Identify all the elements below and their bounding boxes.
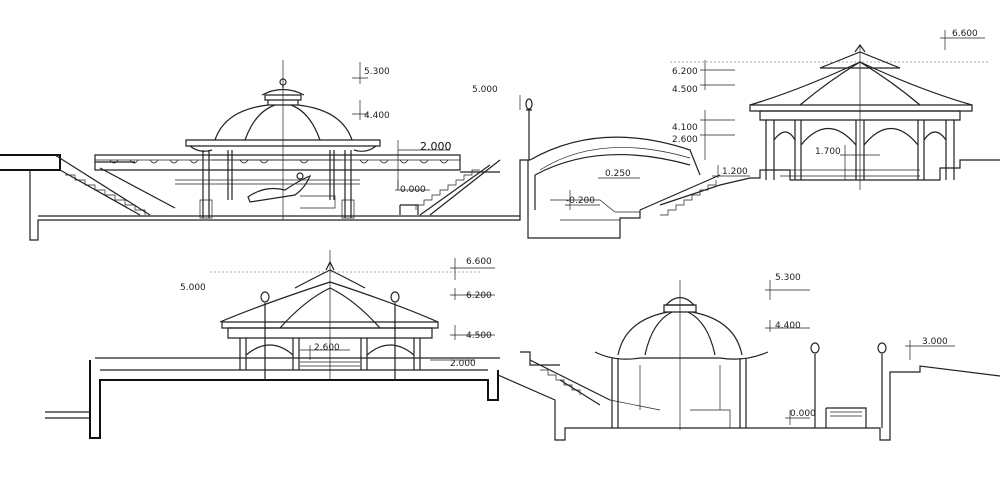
bottom-level-4500: 4.500 [466,331,492,341]
top-level-2600: 2.600 [672,135,698,145]
top-level-1200: 1.200 [722,167,748,177]
bottom-stairs [529,359,661,411]
bottom-level-0000: 0.000 [790,409,816,419]
top-level-4500: 4.500 [672,85,698,95]
bottom-level-markers [210,258,955,425]
bottom-dome-pavilion [594,280,769,430]
top-level-4400: 4.400 [364,111,390,121]
top-ground-lines [0,154,1000,241]
top-level-4100: 4.100 [672,123,698,133]
bottom-level-2600: 2.600 [314,343,340,353]
top-bench [399,204,419,215]
top-level-markers [352,30,990,210]
top-arch-bridge [529,136,721,238]
bottom-bench [825,407,867,428]
top-level-0200: -0.200 [566,196,595,206]
top-level-6200: 6.200 [672,67,698,77]
top-section: 5.300 4.400 2.000 0.000 5.000 0.250 -0.2… [0,29,1000,241]
bottom-lamp-posts-icon [810,342,887,428]
top-level-2000: 2.000 [420,140,452,153]
bottom-level-6200: 6.200 [466,291,492,301]
top-right-stairs [415,159,501,216]
top-level-0250: 0.250 [605,169,631,179]
top-level-1700: 1.700 [815,147,841,157]
top-gazebo [749,43,973,190]
top-level-5000: 5.000 [472,85,498,95]
top-left-stairs [54,154,176,216]
bottom-level-3000: 3.000 [922,337,948,347]
top-level-6600: 6.600 [952,29,978,39]
bottom-level-6600: 6.600 [466,257,492,267]
bottom-level-2000: 2.000 [450,359,476,369]
top-lamp-post-icon [525,98,533,160]
bottom-section: 5.000 6.600 6.200 4.500 2.600 2.000 5.30… [45,250,1000,441]
top-dome-pavilion [185,60,381,220]
top-plaza-balustrade [94,154,461,185]
top-level-5300: 5.300 [364,67,390,77]
top-level-0000: 0.000 [400,185,426,195]
bottom-level-5300: 5.300 [775,273,801,283]
bottom-level-4400: 4.400 [775,321,801,331]
bottom-ground-lines [45,351,1000,441]
sculpture-icon [247,174,312,203]
bottom-level-5000: 5.000 [180,283,206,293]
bottom-left-gazebo [219,250,439,380]
